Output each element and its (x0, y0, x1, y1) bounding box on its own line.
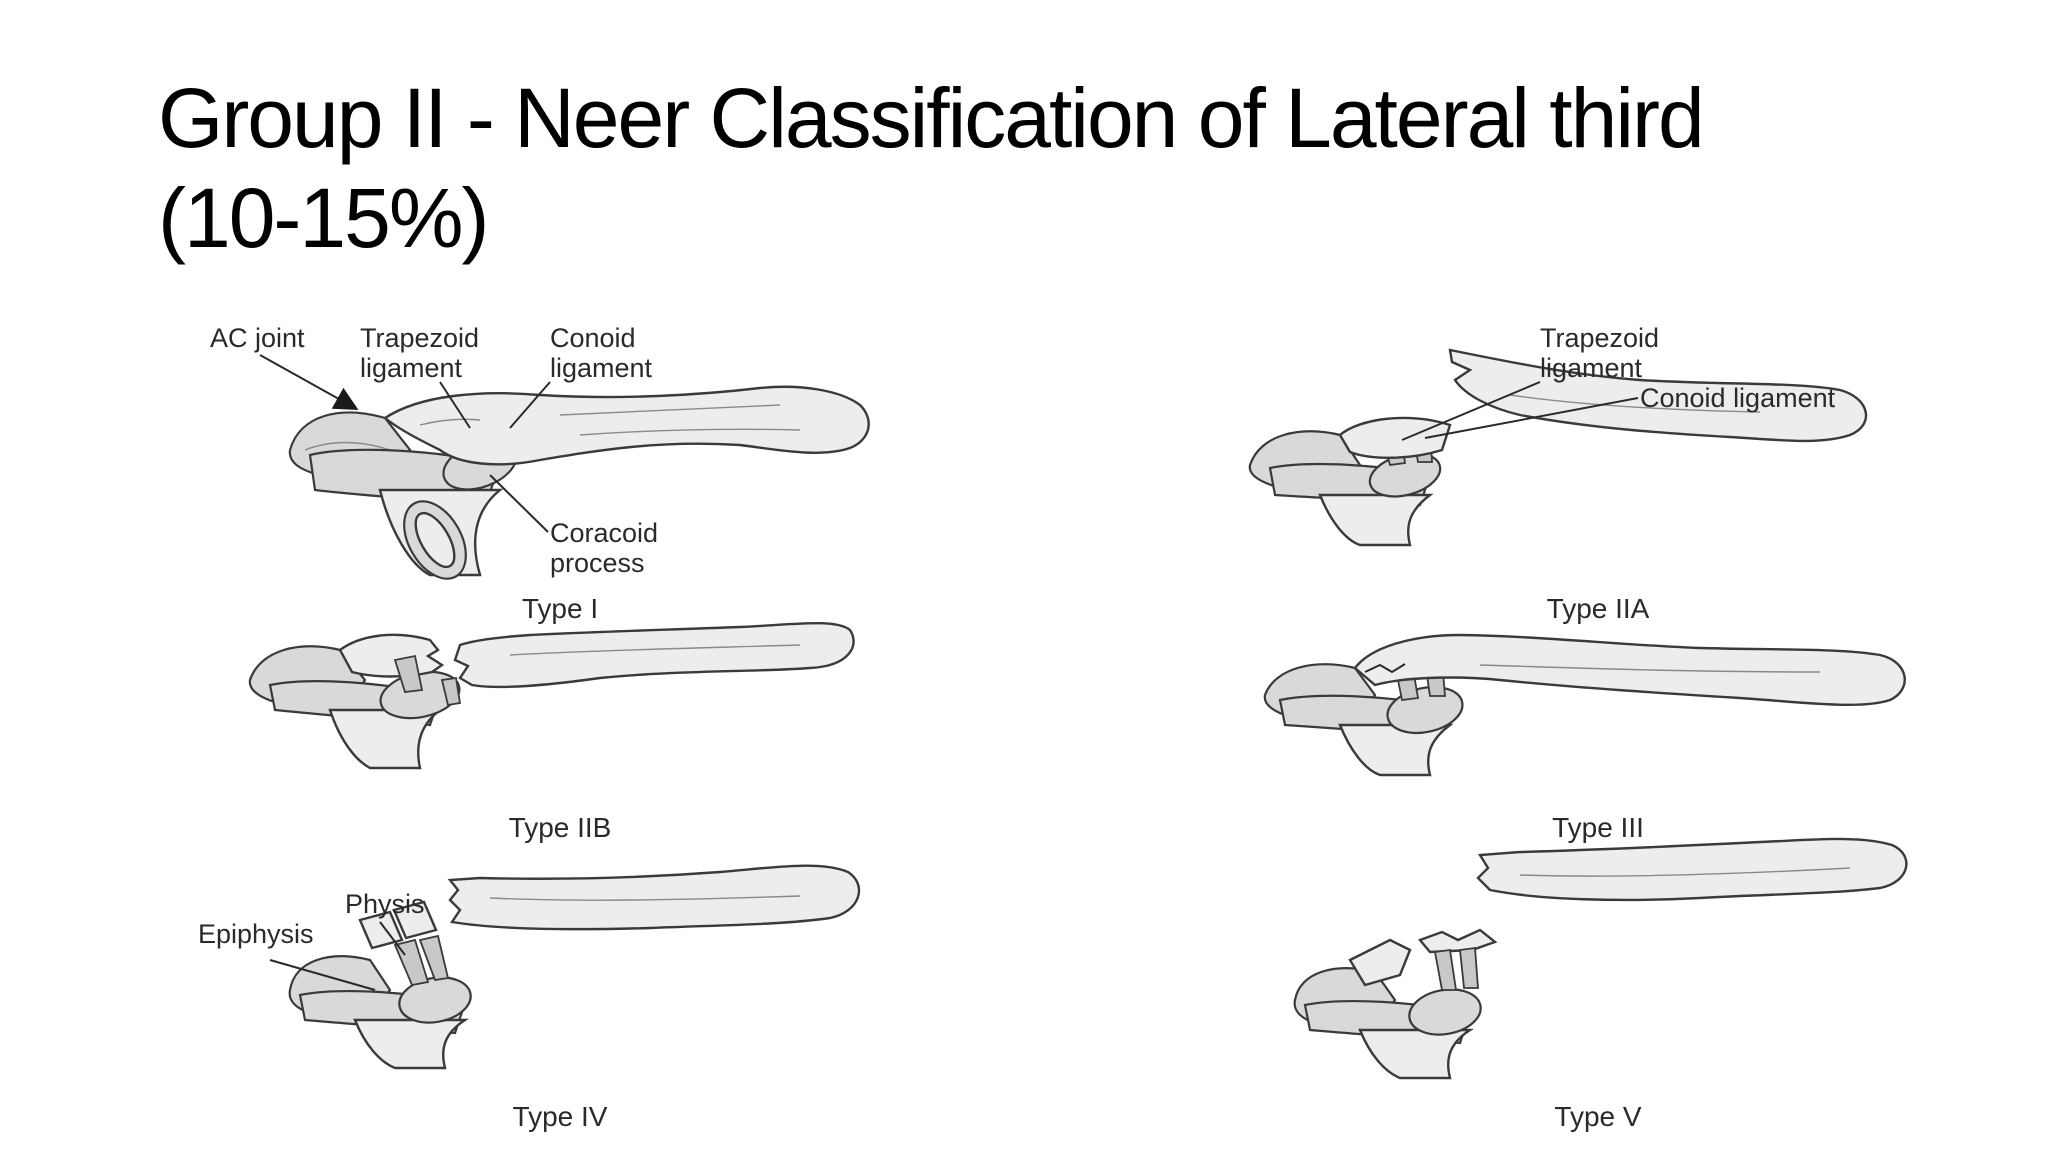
title-line-1: Group II - Neer Classification of Latera… (158, 71, 1705, 165)
label-conoid-ligament: Conoid ligament (1640, 383, 1836, 413)
label-conoid-line-1: Conoid (550, 323, 636, 353)
panel-type-iib: Type IIB (248, 621, 855, 843)
type-iv-illustration (288, 864, 861, 1070)
panel-type-v: Type V (1293, 837, 1908, 1132)
trapezoid-leader (439, 381, 471, 429)
caption-type-iv: Type IV (513, 1101, 608, 1132)
type-v-illustration (1293, 837, 1908, 1080)
epiphysis-leader (269, 959, 376, 991)
physis-leader (379, 921, 406, 956)
label-trapezoid-line-2: ligament (1540, 353, 1643, 383)
label-trapezoid-line-2: ligament (360, 353, 463, 383)
label-trapezoid-line-1: Trapezoid (1540, 323, 1659, 353)
type-i-illustration (288, 385, 870, 580)
slide-title: Group II - Neer Classification of Latera… (158, 68, 1938, 268)
conoid-leader (1424, 397, 1639, 439)
label-trapezoid-line-1: Trapezoid (360, 323, 479, 353)
label-coracoid-line-1: Coracoid (550, 518, 658, 548)
type-iia-illustration (1248, 348, 1868, 547)
label-physis: Physis (345, 889, 425, 919)
coracoid-leader (489, 474, 549, 533)
type-iii-illustration (1263, 633, 1906, 777)
panel-type-iv: Physis Epiphysis Type IV (198, 864, 861, 1132)
label-coracoid-line-2: process (550, 548, 645, 578)
title-line-2: (10-15%) (158, 171, 489, 265)
panel-type-iii: Type III (1263, 633, 1906, 843)
caption-type-iii: Type III (1552, 812, 1644, 843)
conoid-leader (509, 381, 551, 429)
trapezoid-leader (1401, 381, 1541, 441)
label-ac-joint: AC joint (210, 323, 305, 353)
ac-joint-arrow (259, 354, 359, 410)
caption-type-iia: Type IIA (1547, 593, 1650, 624)
label-epiphysis: Epiphysis (198, 919, 314, 949)
neer-classification-figure: AC joint Trapezoid ligament Conoid ligam… (198, 323, 1908, 1132)
caption-type-i: Type I (522, 593, 598, 624)
panel-type-iia: Trapezoid ligament Conoid ligament Type … (1248, 323, 1868, 624)
panel-type-i: AC joint Trapezoid ligament Conoid ligam… (210, 323, 870, 624)
type-iib-illustration (248, 621, 855, 770)
label-conoid-line-2: ligament (550, 353, 653, 383)
caption-type-iib: Type IIB (509, 812, 612, 843)
caption-type-v: Type V (1554, 1101, 1641, 1132)
